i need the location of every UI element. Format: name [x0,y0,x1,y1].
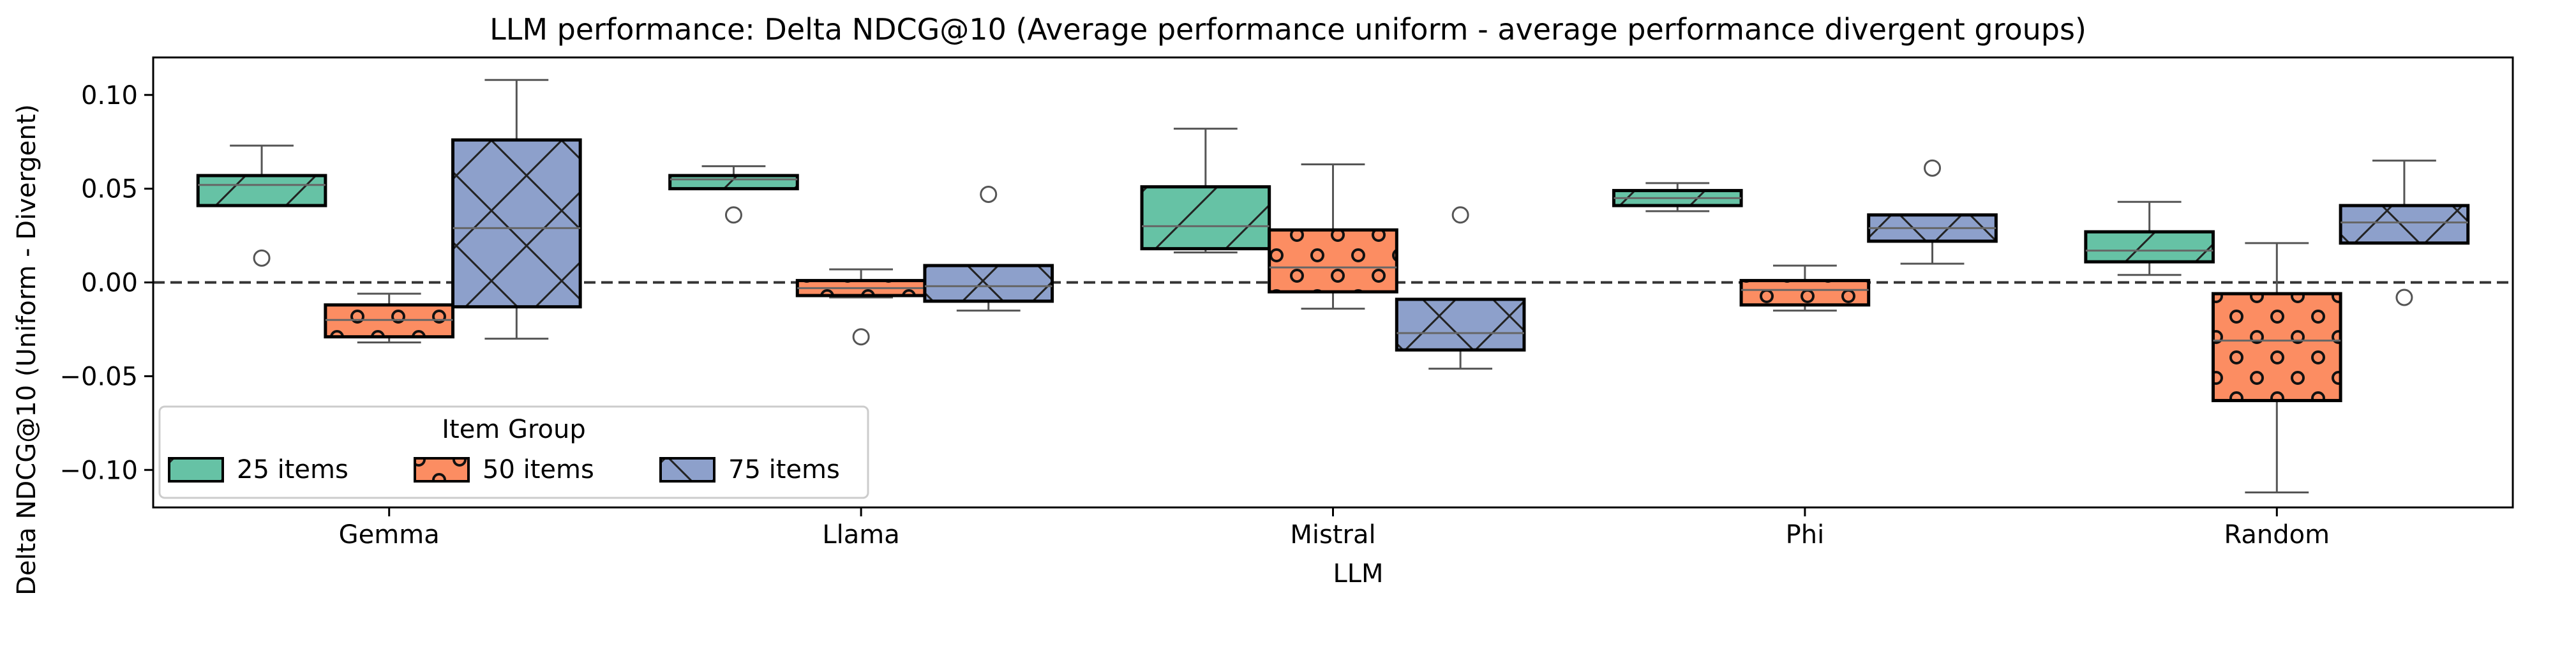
box-hatch [198,176,326,206]
legend-title: Item Group [442,415,586,444]
y-tick-label: −0.05 [59,362,138,391]
box-random-50-items [2211,242,2342,493]
box-hatch [1269,230,1397,292]
box-hatch [2213,294,2341,401]
legend-swatch-hatch [169,458,223,481]
legend-swatch-outline [659,457,715,483]
legend-swatch-outline [168,457,224,483]
box-mistral-50-items [1268,163,1398,310]
box-outline [2084,230,2215,264]
box-gemma-25-items [196,144,327,267]
box-llama-75-items [923,185,1054,312]
box-outline [923,264,1054,303]
outlier-point [724,206,742,224]
box-llama-50-items [795,268,927,346]
outlier-point [852,328,870,346]
box-outline [2339,204,2470,245]
legend-label: 75 items [728,455,840,484]
y-tick-label: −0.10 [59,456,138,485]
box-hatch [924,266,1052,301]
x-tick-label-gemma: Gemma [339,520,440,550]
y-tick-label: 0.05 [81,175,138,204]
outlier-point [2395,289,2413,306]
box-gemma-50-items [324,292,455,343]
box-outline [2211,292,2342,403]
box-outline [1268,228,1398,294]
box-outline [1739,279,1871,307]
legend: Item Group 25 items 50 items 75 items [158,405,869,499]
outlier-point [1924,159,1942,177]
box-llama-25-items [668,165,799,224]
box-hatch [453,140,581,307]
box-hatch [2085,232,2213,262]
outlier-point [253,249,271,267]
box-outline [1395,297,1526,352]
y-axis-label: Delta NDCG@10 (Uniform - Divergent) [12,104,41,596]
box-random-75-items [2339,160,2470,306]
x-tick-label-phi: Phi [1786,520,1825,550]
legend-label: 50 items [483,455,594,484]
box-hatch [670,176,798,189]
y-tick-label: 0.10 [81,81,138,110]
plot-frame [152,56,2514,509]
chart-title: LLM performance: Delta NDCG@10 (Average … [490,12,2086,47]
box-phi-50-items [1739,264,1871,312]
box-hatch [1741,280,1869,305]
y-tick-label: 0.00 [81,269,138,298]
x-tick-label-mistral: Mistral [1290,520,1375,550]
box-phi-25-items [1612,182,1743,213]
box-phi-75-items [1867,159,1998,265]
box-hatch [1397,299,1524,350]
legend-swatch-hatch [415,458,468,481]
box-outline [451,138,582,309]
outlier-point [980,185,998,203]
legend-swatch-outline [414,457,470,483]
legend-label: 25 items [237,455,348,484]
box-outline [668,174,799,191]
x-tick-label-llama: Llama [822,520,899,550]
box-random-25-items [2084,200,2215,276]
x-tick-label-random: Random [2224,520,2330,550]
box-hatch [1142,186,1269,249]
box-hatch [2340,206,2468,243]
box-mistral-25-items [1140,128,1271,253]
box-outline [196,174,327,207]
box-outline [1140,185,1271,251]
box-mistral-75-items [1395,206,1526,370]
x-axis-label: LLM [1333,559,1383,588]
legend-swatch-hatch [661,458,714,481]
outlier-point [1451,206,1469,224]
box-gemma-75-items [451,79,582,340]
